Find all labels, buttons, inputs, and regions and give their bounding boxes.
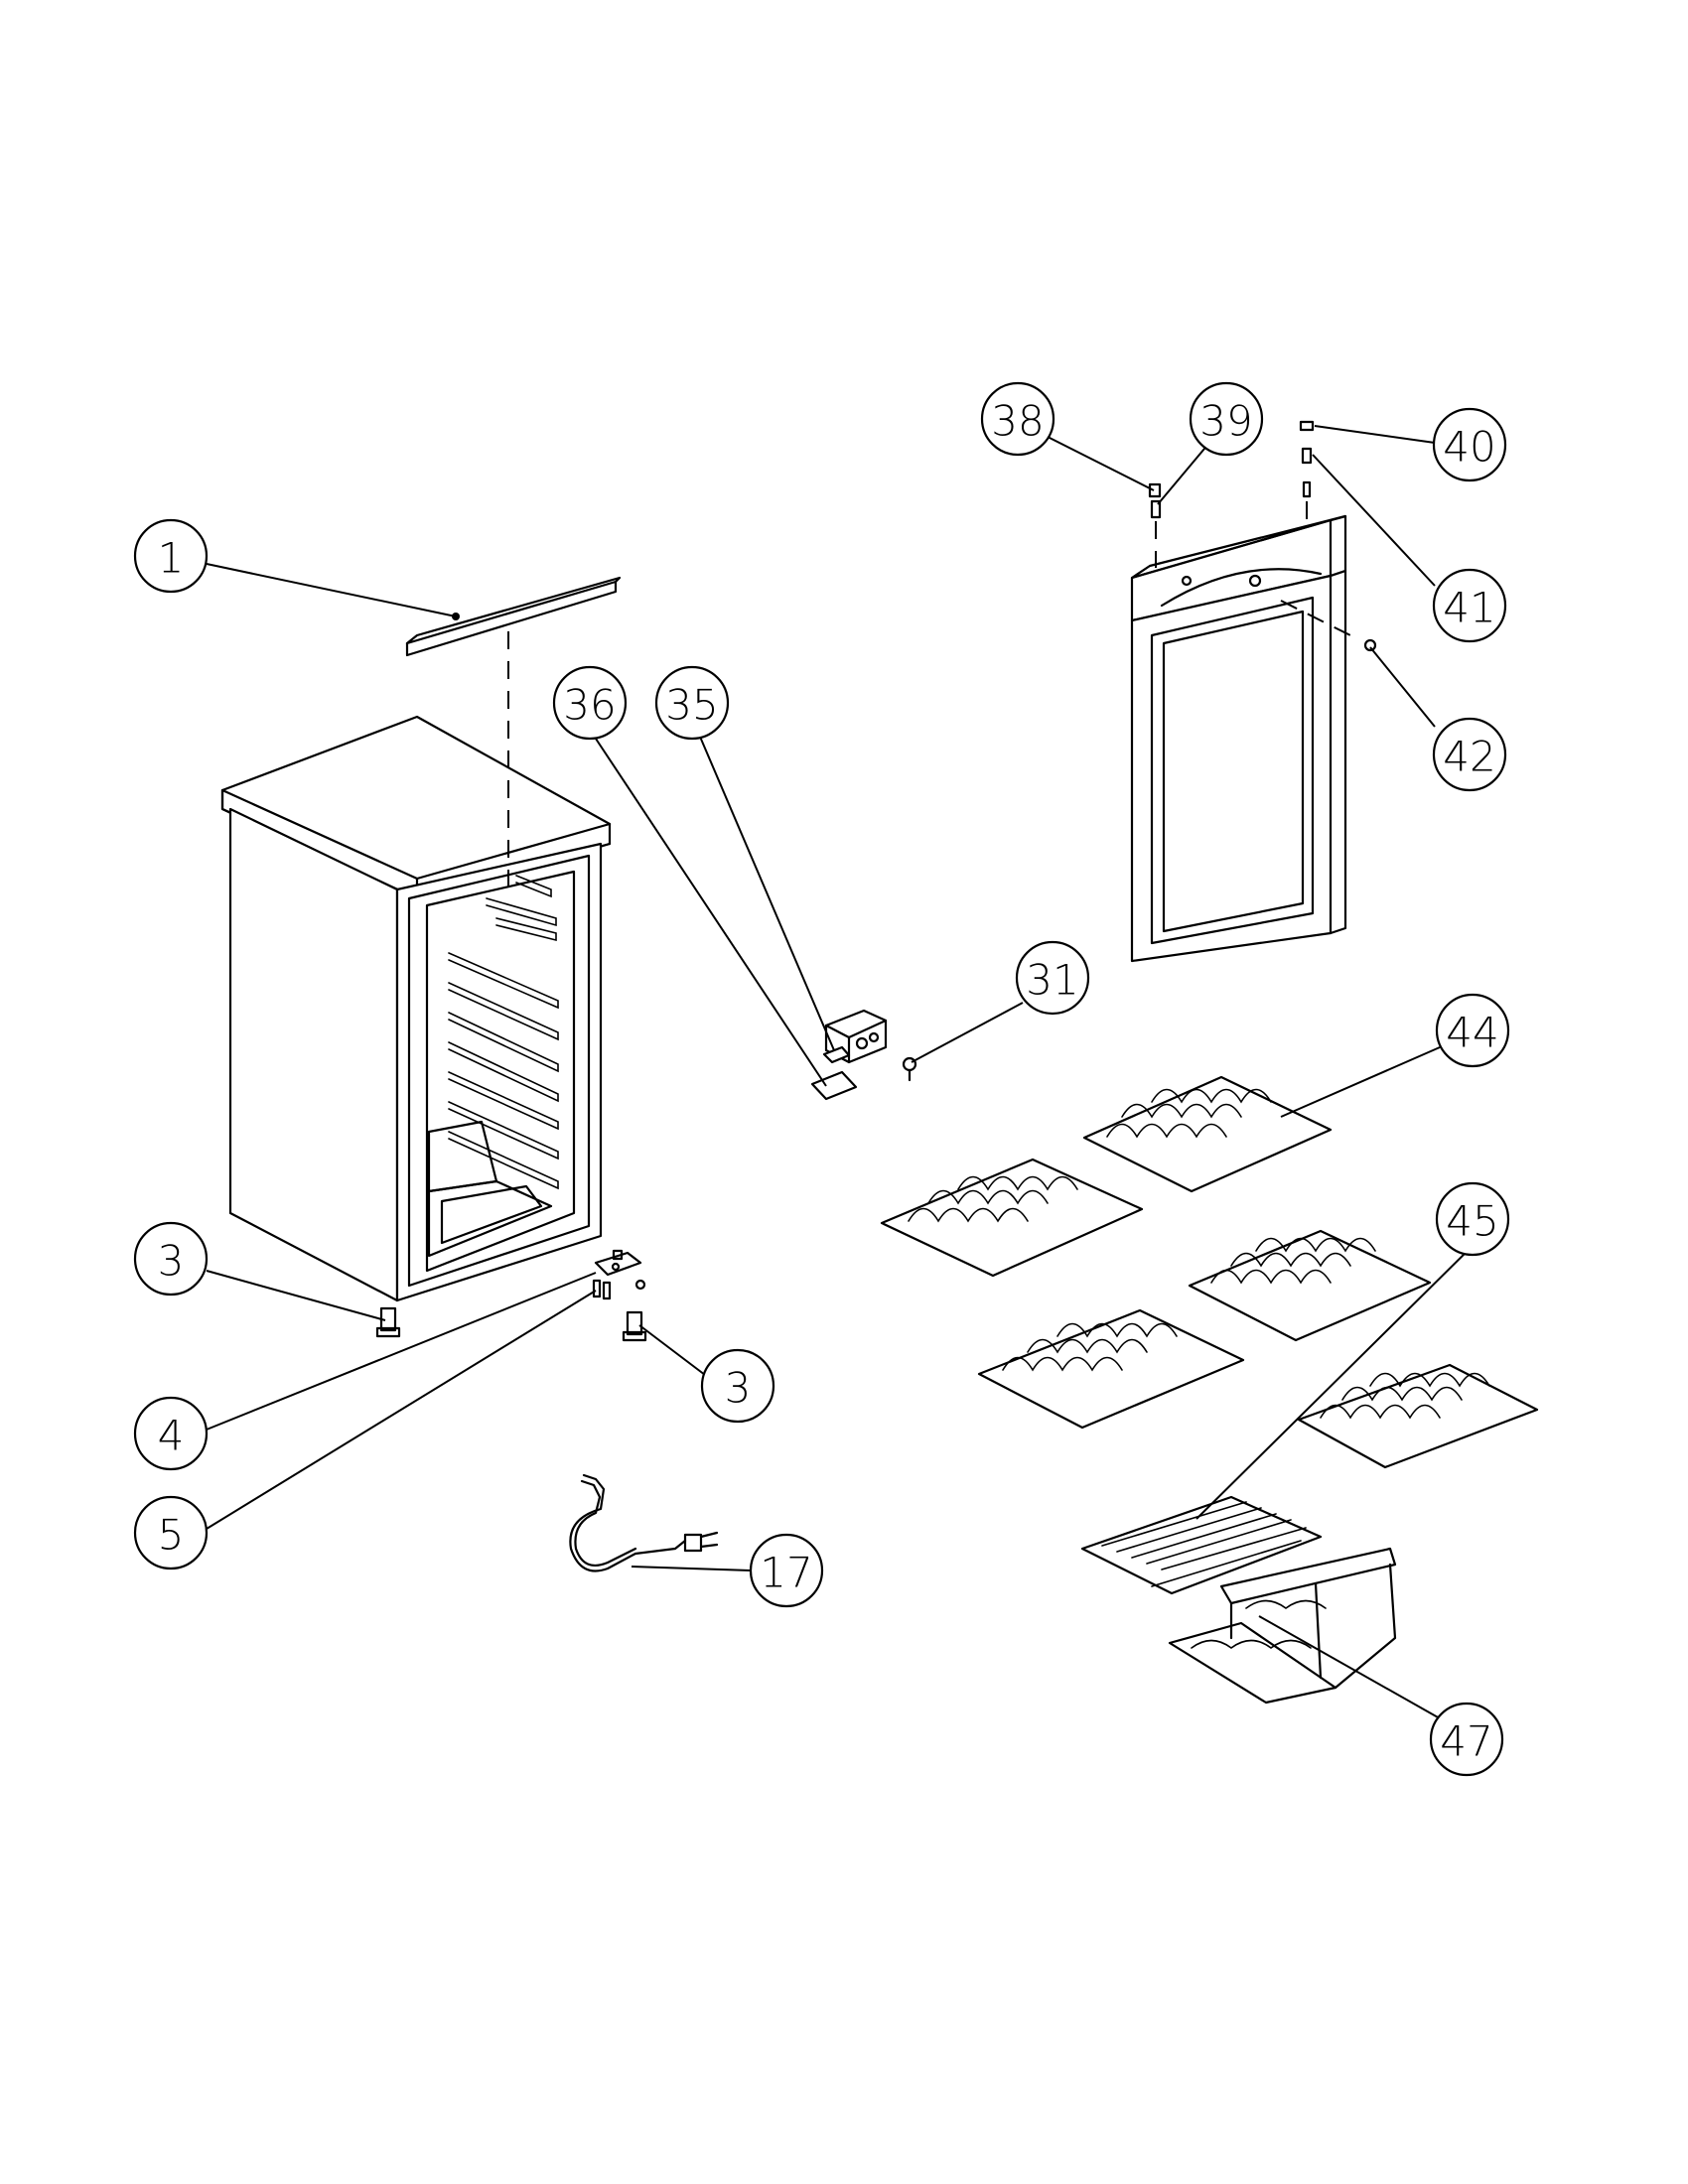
leader-lines [206,425,1474,1723]
svg-text:4: 4 [158,1412,185,1460]
svg-text:5: 5 [158,1511,185,1560]
door [1130,514,1347,963]
cabinet [220,715,612,1302]
callout-45: 45 [1435,1181,1510,1257]
callout-3-left: 3 [133,1221,209,1297]
callout-47: 47 [1429,1702,1504,1777]
callout-44: 44 [1435,993,1510,1068]
wire-shelf-3 [1188,1229,1432,1342]
callout-41: 41 [1432,568,1507,643]
svg-text:35: 35 [665,681,718,730]
svg-text:31: 31 [1026,956,1078,1005]
svg-text:42: 42 [1443,733,1495,781]
svg-text:44: 44 [1446,1009,1498,1057]
callout-1: 1 [133,518,209,594]
svg-text:1: 1 [158,534,185,583]
svg-text:3: 3 [158,1237,185,1286]
callout-17: 17 [749,1533,824,1608]
svg-text:47: 47 [1440,1717,1492,1766]
top-plate [405,576,622,657]
callout-40: 40 [1432,407,1507,482]
shelf-rails [448,875,559,1190]
callout-39: 39 [1189,381,1264,457]
wire-shelf-4 [977,1308,1245,1430]
dashed-guide-42 [1280,600,1361,641]
callout-31: 31 [1015,940,1090,1016]
door-hardware [1148,420,1377,652]
svg-text:17: 17 [760,1549,812,1597]
callout-42: 42 [1432,717,1507,792]
svg-text:36: 36 [563,681,616,730]
light-cover-plate [810,1070,858,1101]
power-cord [569,1473,719,1572]
wire-shelf-2 [880,1158,1144,1278]
cabinet-feet [375,1306,647,1342]
callout-3-right: 3 [700,1348,775,1424]
svg-text:45: 45 [1446,1197,1498,1246]
svg-text:39: 39 [1199,397,1252,446]
svg-text:41: 41 [1443,584,1495,632]
flat-wire-shelf [1080,1495,1323,1595]
callout-5: 5 [133,1495,209,1570]
wire-shelf-5 [1297,1363,1539,1469]
bottom-hinge [592,1249,646,1300]
light-housing [822,1009,888,1064]
callout-36: 36 [552,665,628,741]
screw-31 [902,1056,917,1082]
svg-text:38: 38 [991,397,1044,446]
wire-shelf-1 [1082,1075,1333,1193]
svg-text:40: 40 [1443,423,1495,472]
callout-38: 38 [980,381,1055,457]
callout-35: 35 [654,665,730,741]
callout-4: 4 [133,1396,209,1471]
svg-text:3: 3 [725,1364,752,1413]
